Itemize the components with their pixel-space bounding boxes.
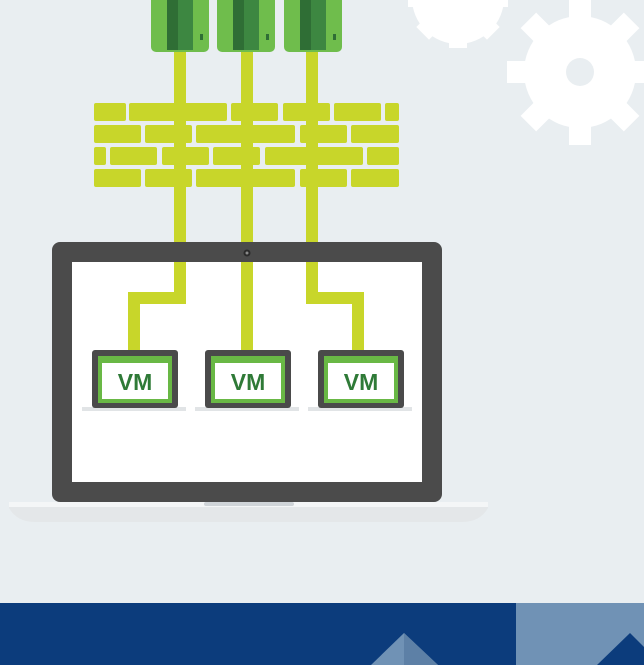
- vm-window-icon: VM: [82, 350, 186, 411]
- vm-window-icon: VM: [308, 350, 412, 411]
- gear-icon: [507, 0, 644, 145]
- vm-label: VM: [344, 369, 379, 395]
- server-icon: [284, 0, 342, 52]
- vm-window-icon: VM: [195, 350, 299, 411]
- vm-label: VM: [231, 369, 266, 395]
- firewall-icon: [94, 103, 399, 187]
- screen-cables: [128, 262, 364, 352]
- gear-icon: [408, 0, 508, 48]
- server-icon: [151, 0, 209, 52]
- server-icon: [217, 0, 275, 52]
- vm-label: VM: [118, 369, 153, 395]
- footer-band: [0, 603, 644, 665]
